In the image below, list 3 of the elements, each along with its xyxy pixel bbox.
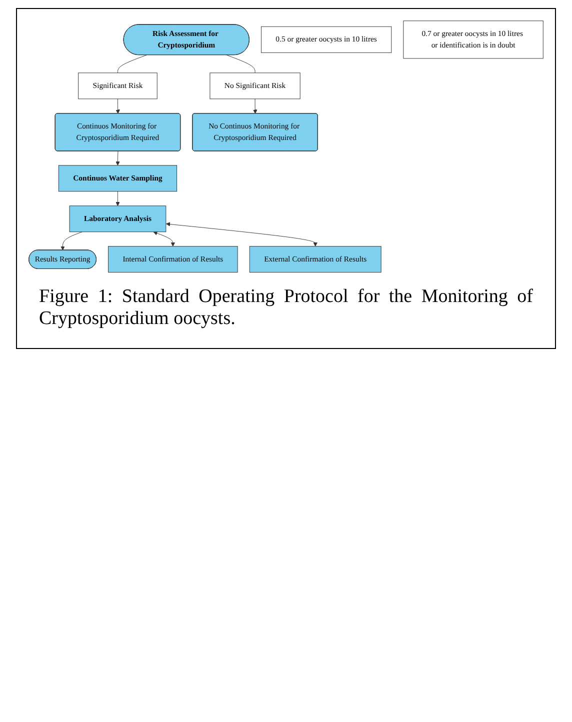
connector (118, 54, 147, 74)
connector (226, 54, 256, 74)
figure-caption: Figure 1: Standard Operating Protocol for the Monitoring of Cryptosporidium oocysts. (39, 286, 533, 330)
